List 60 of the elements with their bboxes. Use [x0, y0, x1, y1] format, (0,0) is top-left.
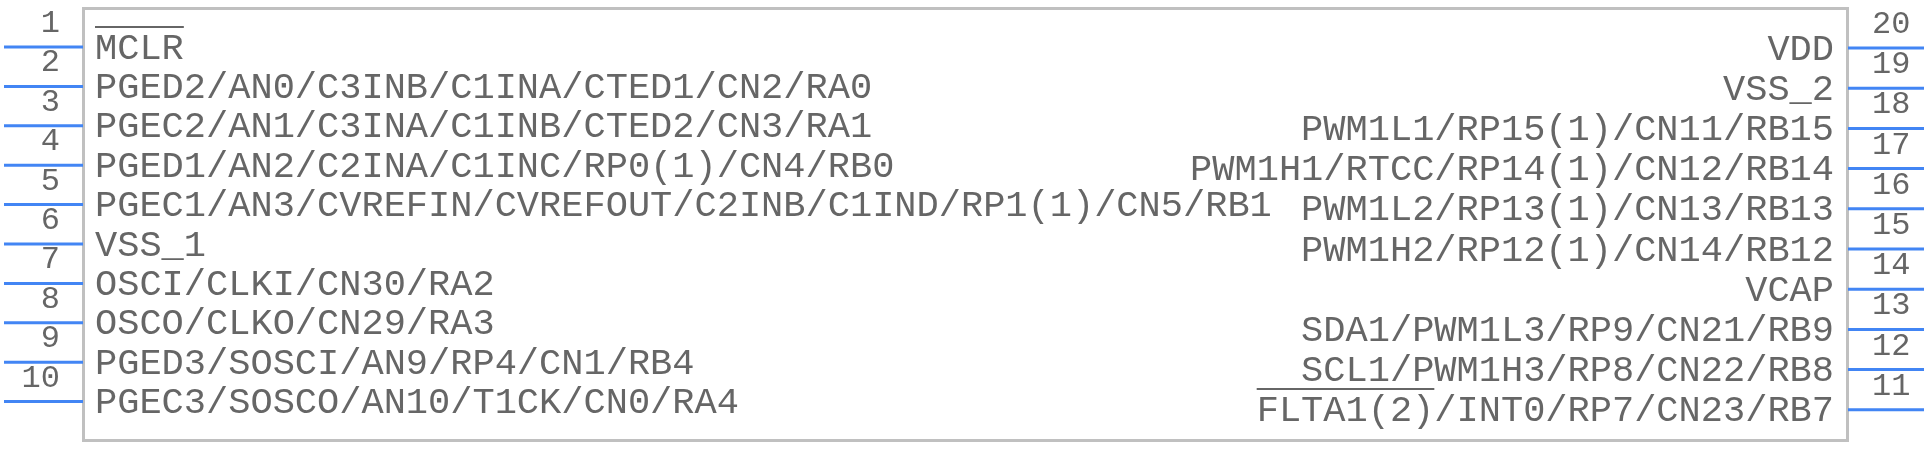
pin-name: PGEC3/SOSCO/AN10/T1CK/CN0/RA4	[85, 388, 739, 419]
pin-line	[4, 84, 83, 88]
pin-number: 16	[1872, 174, 1911, 197]
pin-name: PGED2/AN0/C3INB/C1INA/CTED1/CN2/RA0	[85, 73, 873, 104]
pin-line	[4, 321, 83, 325]
pin-name: SCL1/PWM1H3/RP8/CN22/RB8	[1301, 356, 1846, 387]
pin-line	[1848, 46, 1924, 50]
pin-line	[4, 281, 83, 285]
pin-line	[4, 242, 83, 246]
pin-name: PWM1L2/RP13(1)/CN13/RB13	[1301, 195, 1846, 226]
pin-line	[1848, 86, 1924, 90]
pin-name: VCAP	[1745, 276, 1846, 307]
pin-number: 14	[1872, 255, 1911, 278]
pin-name: FLTA1(2)/INT0/RP7/CN23/RB7	[1256, 396, 1846, 427]
pin-line	[1848, 167, 1924, 171]
pin-name: PGEC2/AN1/C3INA/C1INB/CTED2/CN3/RA1	[85, 112, 873, 143]
pin-name: PGEC1/AN3/CVREFIN/CVREFOUT/C2INB/C1IND/RP1(1)/CN5/RB1	[85, 191, 1272, 222]
pin-number: 10	[21, 367, 60, 390]
pin-number: 2	[40, 52, 60, 75]
pin-name: VSS_1	[85, 231, 207, 261]
pin-name: SDA1/PWM1L3/RP9/CN21/RB9	[1301, 316, 1846, 347]
pin-number: 9	[40, 328, 60, 351]
pin-name: PGED3/SOSCI/AN9/RP4/CN1/RB4	[85, 349, 695, 380]
pin-line	[1848, 287, 1924, 291]
pin-number: 12	[1872, 335, 1911, 358]
pin-name: VDD	[1767, 35, 1846, 65]
pin-name: PGED1/AN2/C2INA/C1INC/RP0(1)/CN4/RB0	[85, 152, 895, 183]
pin-name: MCLR	[85, 34, 184, 64]
pin-line	[1848, 368, 1924, 372]
pin-number: 6	[40, 210, 60, 232]
pin-line	[1848, 207, 1924, 211]
pin-number: 13	[1872, 295, 1911, 318]
pin-line	[4, 400, 83, 404]
pin-number: 18	[1872, 94, 1911, 117]
pin-number: 5	[40, 170, 60, 193]
pin-name: PWM1L1/RP15(1)/CN11/RB15	[1301, 115, 1846, 146]
pin-line	[1848, 247, 1924, 251]
pin-line	[4, 45, 83, 49]
pin-number: 7	[40, 249, 60, 272]
pin-name: VSS_2	[1722, 75, 1846, 106]
pin-line	[1848, 327, 1924, 331]
pin-number: 3	[40, 91, 60, 114]
pin-number: 11	[1872, 375, 1911, 398]
pin-number: 8	[40, 288, 60, 311]
pin-name: PWM1H1/RTCC/RP14(1)/CN12/RB14	[1190, 155, 1846, 186]
pin-line	[4, 360, 83, 364]
pin-number: 19	[1872, 54, 1911, 77]
pin-line	[4, 203, 83, 207]
ic-body	[82, 7, 1849, 442]
pin-line	[4, 163, 83, 167]
pin-name: OSCO/CLKO/CN29/RA3	[85, 309, 495, 340]
pin-number: 17	[1872, 134, 1911, 157]
pin-name: OSCI/CLKI/CN30/RA2	[85, 270, 495, 301]
pin-line	[4, 124, 83, 128]
pin-line	[1848, 408, 1924, 412]
pin-line	[1848, 126, 1924, 130]
pin-number: 20	[1872, 14, 1911, 36]
pin-number: 4	[40, 131, 60, 154]
pin-number: 15	[1872, 215, 1911, 237]
pin-number: 1	[40, 13, 60, 35]
